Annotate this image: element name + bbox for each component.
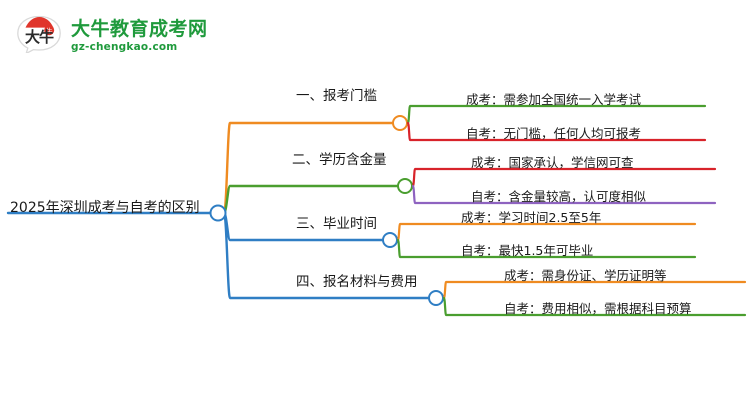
mindmap-leaf-label-4-2[interactable]: 自考：费用相似，需根据科目预算 <box>504 301 692 316</box>
mindmap-connector <box>411 167 717 188</box>
mindmap-connector <box>411 184 717 205</box>
mindmap-connector <box>406 121 707 142</box>
mindmap-branch-label-4[interactable]: 四、报名材料与费用 <box>296 274 418 290</box>
mindmap-connector <box>442 280 747 300</box>
mindmap-connector <box>396 222 697 242</box>
mindmap-leaf-label-4-1[interactable]: 成考：需身份证、学历证明等 <box>504 268 667 283</box>
mindmap-branch-node-2[interactable] <box>397 178 413 194</box>
site-logo: 牛 大牛 大牛教育成考网 gz-chengkao.com <box>16 11 276 61</box>
mindmap-connector <box>442 296 747 317</box>
mindmap-branch-node-4[interactable] <box>428 290 444 306</box>
mindmap-leaf-label-2-2[interactable]: 自考：含金量较高，认可度相似 <box>471 189 647 204</box>
mindmap-branch-label-3[interactable]: 三、毕业时间 <box>296 216 377 232</box>
mindmap-connector <box>222 184 399 215</box>
mindmap-leaf-label-1-2[interactable]: 自考：无门槛，任何人均可报考 <box>466 126 642 141</box>
mindmap-branch-node-1[interactable] <box>392 115 408 131</box>
mindmap-connector <box>396 238 697 259</box>
mindmap-leaf-label-2-1[interactable]: 成考：国家承认，学信网可查 <box>471 155 634 170</box>
mindmap-branch-label-1[interactable]: 一、报考门槛 <box>296 88 377 104</box>
mindmap-leaf-label-3-1[interactable]: 成考：学习时间2.5至5年 <box>461 210 602 225</box>
mindmap-branch-node-3[interactable] <box>382 232 398 248</box>
daniu-speech-bubble-logo-icon: 牛 大牛 <box>16 15 62 57</box>
mindmap-root-node[interactable] <box>209 204 227 222</box>
logo-wordmark: 大牛教育成考网 gz-chengkao.com <box>71 17 208 53</box>
mindmap-leaf-label-1-1[interactable]: 成考：需参加全国统一入学考试 <box>466 92 642 107</box>
mindmap-connector <box>406 104 707 125</box>
logo-glyph-text: 大牛 <box>24 28 54 46</box>
mindmap-connector <box>222 121 394 215</box>
mindmap-branch-label-2[interactable]: 二、学历含金量 <box>292 152 387 168</box>
mindmap-root-label[interactable]: 2025年深圳成考与自考的区别 <box>10 200 200 216</box>
speech-bubble-shape: 牛 <box>17 15 61 53</box>
mindmap-leaf-label-3-2[interactable]: 自考：最快1.5年可毕业 <box>461 243 594 258</box>
logo-title: 大牛教育成考网 <box>71 17 208 40</box>
svg-text:牛: 牛 <box>46 26 53 35</box>
logo-domain: gz-chengkao.com <box>71 40 178 53</box>
